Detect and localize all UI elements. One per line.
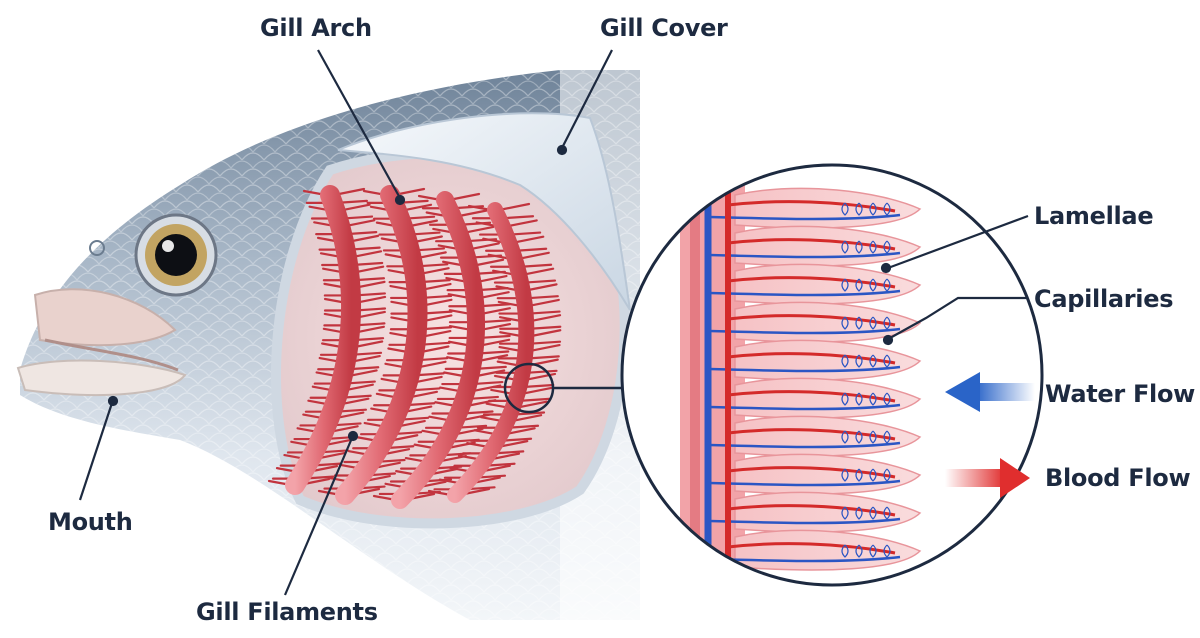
fish-eye [89, 213, 218, 297]
label-gill-filaments: Gill Filaments [196, 598, 378, 626]
label-capillaries: Capillaries [1034, 285, 1174, 313]
magnified-inset [620, 163, 1044, 587]
label-blood-flow: Blood Flow [1045, 464, 1191, 492]
water-flow-arrow [945, 372, 1035, 412]
gill-cover-shape [337, 112, 631, 311]
label-lamellae: Lamellae [1034, 202, 1154, 230]
label-mouth: Mouth [48, 508, 133, 536]
label-gill-cover: Gill Cover [600, 14, 728, 42]
fish-mouth [16, 288, 187, 396]
leader-lines [78, 49, 1029, 596]
label-gill-arch: Gill Arch [260, 14, 372, 42]
blood-flow-arrow [945, 458, 1030, 498]
label-water-flow: Water Flow [1045, 380, 1196, 408]
